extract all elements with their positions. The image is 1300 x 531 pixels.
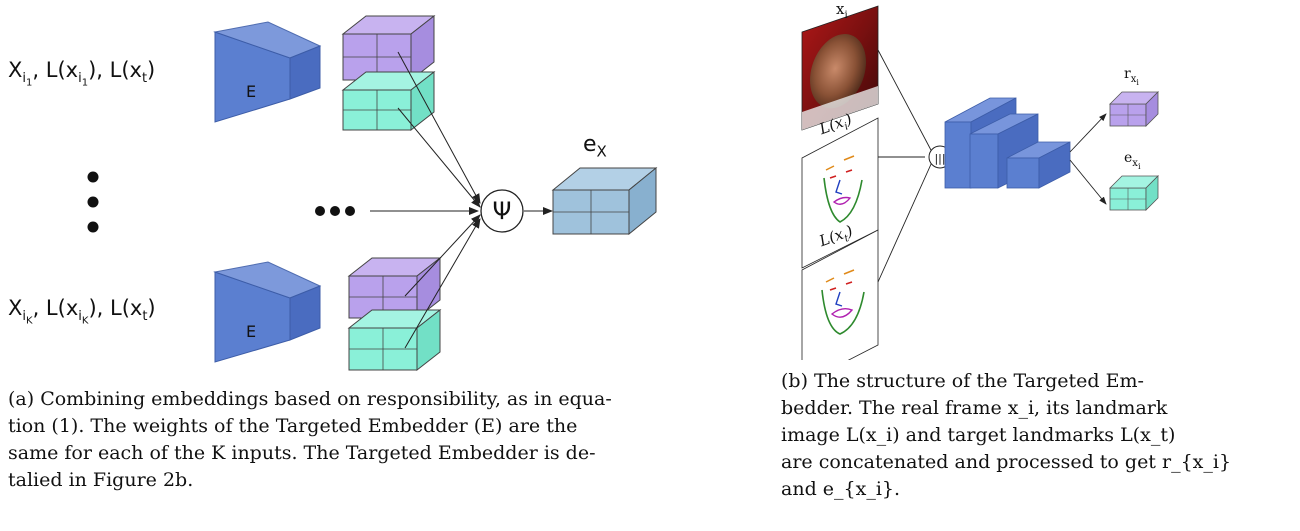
real-frame-image — [801, 5, 879, 131]
output-arrows — [1069, 113, 1107, 205]
encoder-top: E — [213, 21, 322, 123]
caption-a: (a) Combining embeddings based on respon… — [8, 386, 712, 494]
caption-b-line: (b) The structure of the Targeted Em- — [781, 370, 1144, 392]
network-blocks — [944, 97, 1071, 189]
combine-node: Ψ — [480, 189, 524, 233]
output-label-e: exi — [1124, 150, 1141, 171]
figure-b: ||| — [780, 0, 1300, 385]
caption-a-line: talied in Figure 2b. — [8, 469, 194, 491]
output-label-r: rxi — [1124, 66, 1139, 87]
concat-lines — [877, 49, 933, 283]
figure-a-diagram: E E — [87, 14, 658, 372]
arrows-to-combine — [370, 51, 481, 349]
caption-b-line: bedder. The real frame x_i, its landmark — [781, 397, 1168, 419]
caption-a-line: (a) Combining embeddings based on respon… — [8, 388, 612, 410]
caption-b-line: and e_{x_i}. — [781, 478, 901, 500]
horizontal-ellipsis — [315, 206, 355, 216]
encoder-bottom: E — [213, 261, 322, 363]
encoder-label-top: E — [246, 82, 256, 101]
psi-symbol: Ψ — [493, 197, 512, 225]
caption-b: (b) The structure of the Targeted Em- be… — [781, 368, 1291, 503]
figure-b-diagram: ||| — [801, 5, 1159, 385]
caption-a-line: same for each of the K inputs. The Targe… — [8, 442, 596, 464]
output-cube-e — [1109, 175, 1159, 211]
concat-symbol: ||| — [934, 152, 945, 165]
embed-cube-teal-top — [341, 70, 436, 132]
embed-cube-purple-top — [341, 14, 436, 82]
caption-b-line: are concatenated and processed to get r_… — [781, 451, 1232, 473]
output-cube — [551, 166, 658, 236]
input-label-top: Xi1, L(xi1), L(xt) — [8, 58, 156, 89]
input-label-bottom: XiK, L(xiK), L(xt) — [8, 296, 156, 327]
figure-a: Xi1, L(xi1), L(xt) XiK, L(xiK), L(xt) E — [0, 0, 700, 380]
caption-b-line: image L(x_i) and target landmarks L(x_t) — [781, 424, 1176, 446]
output-label: eX — [583, 132, 607, 161]
embed-cube-teal-bottom — [347, 308, 442, 372]
landmark-image-2 — [801, 229, 879, 385]
frame-label: xi — [836, 0, 848, 21]
vertical-ellipsis — [87, 171, 99, 233]
output-cube-r — [1109, 91, 1159, 127]
caption-a-line: tion (1). The weights of the Targeted Em… — [8, 415, 578, 437]
encoder-label-bottom: E — [246, 322, 256, 341]
embed-cube-purple-bottom — [347, 256, 442, 320]
